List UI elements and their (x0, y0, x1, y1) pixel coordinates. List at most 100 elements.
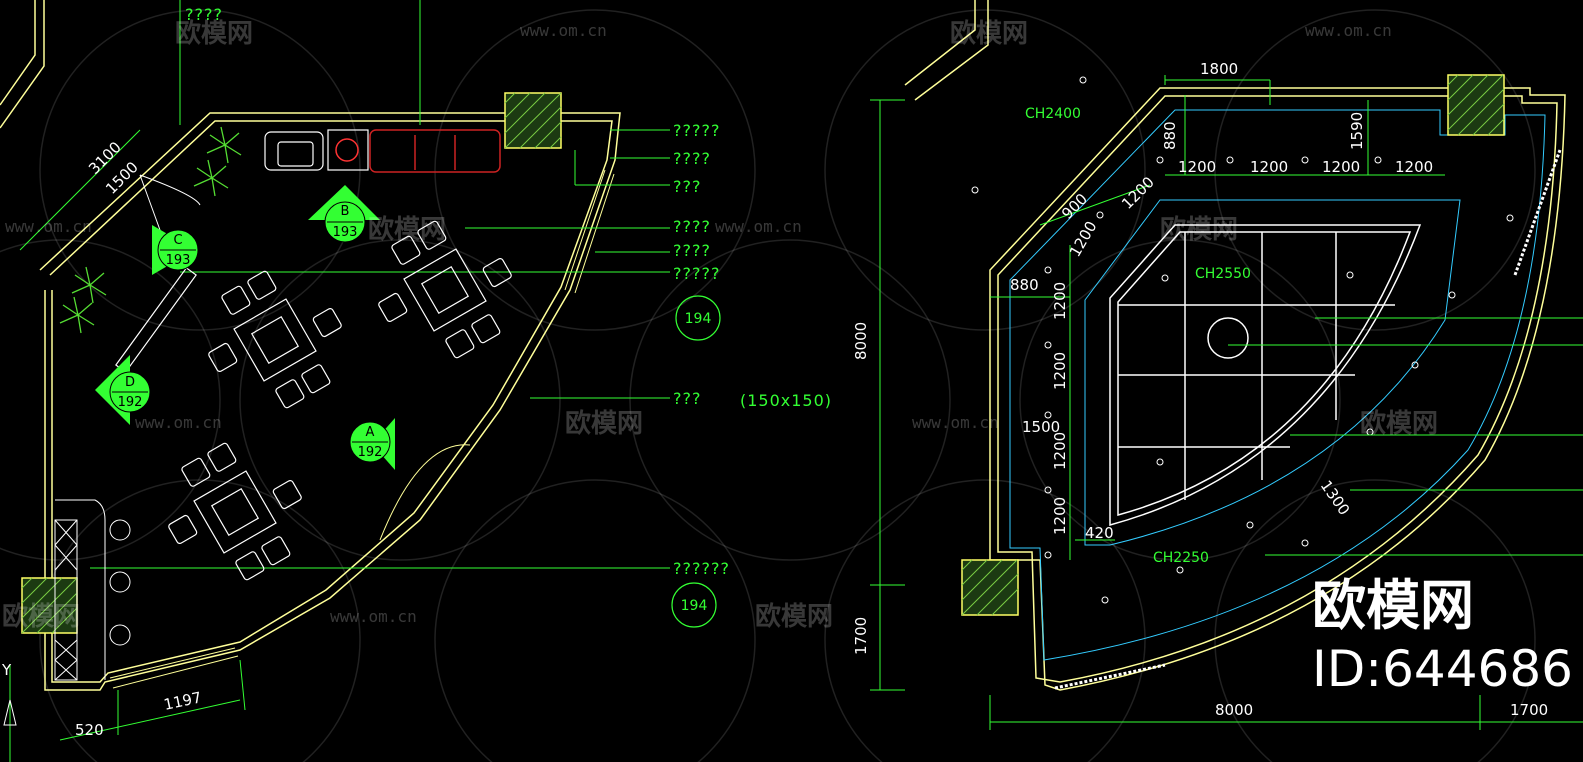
table-set-bottom (168, 442, 302, 581)
brand-stamp: 欧模网 ID:644686 (1312, 574, 1573, 698)
display-shelf (115, 267, 197, 373)
tag-c-letter: C (173, 233, 182, 248)
bar-counter (54, 499, 131, 681)
table-set-middle (208, 270, 342, 409)
axis-y-label: Y (1, 661, 12, 679)
dim-8000-horizontal: 8000 (1215, 701, 1253, 719)
dim-1590: 1590 (1348, 112, 1366, 150)
tag-b-number: 193 (333, 225, 358, 240)
dim-1300: 1300 (1317, 477, 1354, 519)
ch-2550: CH2550 (1195, 266, 1251, 282)
dim-8000-vertical: 8000 (852, 322, 870, 360)
svg-text:194: 194 (681, 598, 708, 614)
watermark-text: 欧模网 www.om.cn 欧模网 www.om.cn www.om.cn 欧模… (2, 18, 1438, 632)
dim-1200-f: 1200 (1066, 218, 1101, 260)
column-bottom-right (961, 559, 1019, 616)
svg-text:欧模网: 欧模网 (368, 214, 446, 245)
ref-circle-194-top: 194 (675, 295, 721, 341)
column-bottom-left (21, 577, 78, 634)
dim-900: 900 (1058, 190, 1091, 223)
dim-1200-h: 1200 (1051, 352, 1069, 390)
dim-420: 420 (1085, 524, 1114, 542)
svg-text:欧模网: 欧模网 (755, 601, 833, 632)
tag-c-number: 193 (166, 253, 191, 268)
ceiling-lamp (1207, 317, 1249, 359)
left-floor-plan: B 193 C 193 D 192 A 192 194 (0, 0, 905, 762)
label-r2: ???? (673, 149, 711, 168)
svg-text:www.om.cn: www.om.cn (1305, 21, 1392, 40)
svg-text:www.om.cn: www.om.cn (520, 21, 607, 40)
dim-1200-d: 1200 (1395, 158, 1433, 176)
svg-text:www.om.cn: www.om.cn (330, 607, 417, 626)
elevation-tag-b: B 193 (308, 185, 380, 243)
dim-1500-right: 1500 (1022, 418, 1060, 436)
svg-text:欧模网: 欧模网 (1160, 214, 1238, 245)
dim-1200-g: 1200 (1051, 282, 1069, 320)
tag-b-letter: B (341, 204, 350, 219)
left-door (379, 444, 471, 541)
right-inner-soffit (1009, 109, 1546, 661)
dim-1197: 1197 (162, 688, 203, 714)
dim-1200-a: 1200 (1178, 158, 1216, 176)
watermark-circles (0, 9, 1536, 762)
svg-text:www.om.cn: www.om.cn (5, 217, 92, 236)
svg-text:欧模网: 欧模网 (565, 408, 643, 439)
left-entry-door (139, 174, 201, 231)
dim-880-left: 880 (1010, 276, 1039, 294)
dim-880-top: 880 (1161, 121, 1179, 150)
right-ceiling-grid (1109, 224, 1422, 526)
tag-d-letter: D (125, 375, 135, 390)
dim-1200-c: 1200 (1322, 158, 1360, 176)
left-outer-wall (0, 0, 621, 691)
svg-text:194: 194 (685, 311, 712, 327)
right-curved-window (1054, 149, 1562, 690)
left-curved-window (109, 169, 615, 689)
dim-1200-j: 1200 (1051, 497, 1069, 535)
plants (59, 126, 242, 334)
side-table (335, 138, 359, 162)
ref-circle-194-bottom: 194 (671, 582, 717, 628)
elevation-tag-c: C 193 (152, 225, 199, 275)
tag-d-number: 192 (118, 395, 143, 410)
y-axis-arrow (3, 699, 17, 726)
dim-1700-vertical: 1700 (852, 617, 870, 655)
label-r4: ???? (673, 217, 711, 236)
dim-1200-b: 1200 (1250, 158, 1288, 176)
svg-text:www.om.cn: www.om.cn (715, 217, 802, 236)
label-r6: ????? (673, 264, 720, 283)
dim-1800: 1800 (1200, 60, 1238, 78)
dim-1200-i: 1200 (1051, 432, 1069, 470)
tag-a-letter: A (366, 425, 375, 440)
brand-id: ID:644686 (1312, 640, 1573, 698)
label-top: ???? (185, 5, 223, 24)
svg-text:www.om.cn: www.om.cn (135, 413, 222, 432)
label-r7-size: (150x150) (740, 391, 832, 410)
downlights (971, 76, 1514, 604)
right-leader-lines (989, 75, 1583, 730)
table-set-top-right (378, 220, 512, 359)
label-r1: ????? (673, 121, 720, 140)
brand-name: 欧模网 (1312, 574, 1474, 637)
svg-text:欧模网: 欧模网 (175, 18, 253, 49)
svg-text:www.om.cn: www.om.cn (912, 413, 999, 432)
dim-1700-horizontal: 1700 (1510, 701, 1548, 719)
tag-a-number: 192 (358, 445, 383, 460)
label-r8: ?????? (673, 559, 730, 578)
elevation-tag-d: D 192 (95, 355, 151, 425)
dim-1200-e: 1200 (1118, 173, 1158, 213)
label-r3: ??? (673, 177, 701, 196)
svg-text:欧模网: 欧模网 (2, 601, 80, 632)
svg-text:欧模网: 欧模网 (1360, 408, 1438, 439)
sofa-red (369, 129, 501, 173)
label-r7: ??? (673, 389, 701, 408)
dim-520: 520 (75, 721, 104, 739)
column-top-left (504, 92, 562, 149)
ch-2250: CH2250 (1153, 550, 1209, 566)
elevation-tag-a: A 192 (349, 418, 395, 470)
sofa-white (264, 129, 369, 171)
column-top-right (1447, 74, 1505, 136)
label-r5: ???? (673, 241, 711, 260)
ch-2400: CH2400 (1025, 106, 1081, 122)
svg-text:欧模网: 欧模网 (950, 18, 1028, 49)
